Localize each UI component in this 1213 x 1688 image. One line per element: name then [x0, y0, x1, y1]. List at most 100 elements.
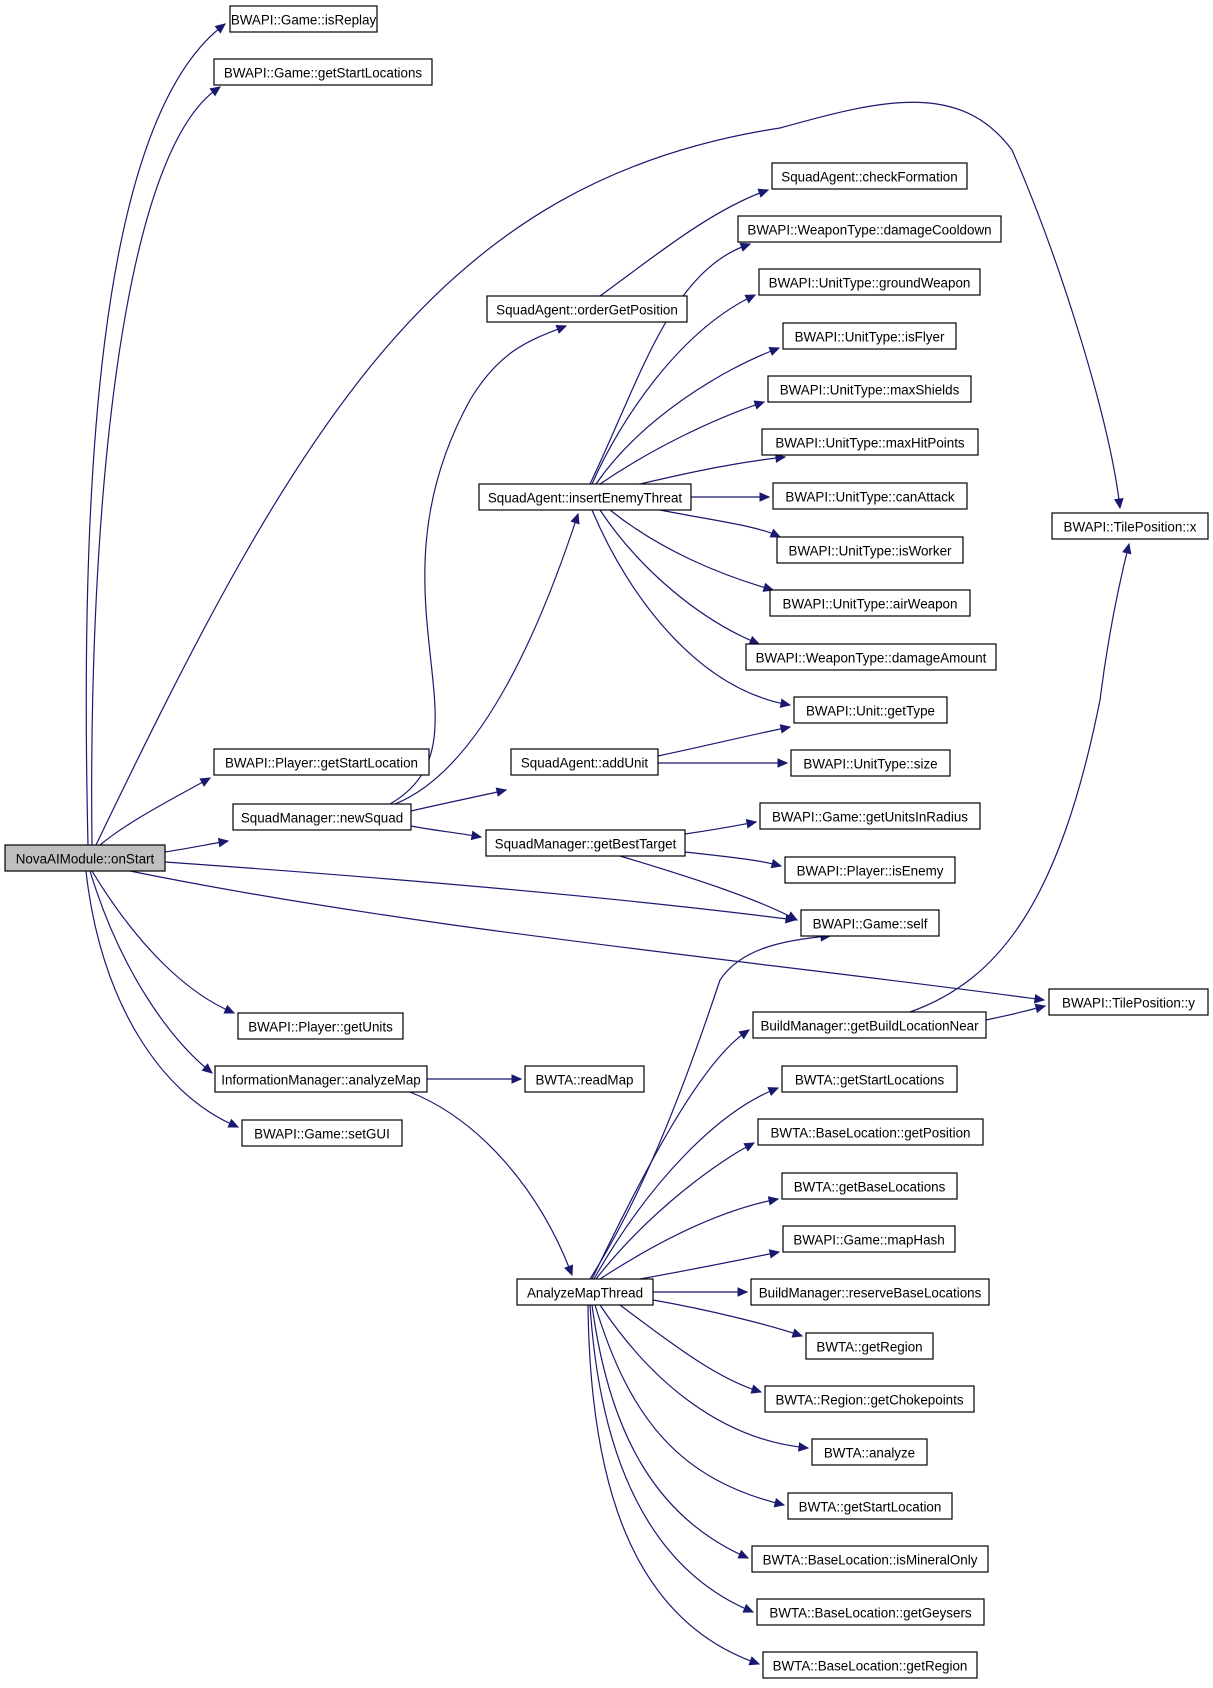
node-box[interactable]	[745, 643, 997, 671]
node-box[interactable]	[784, 856, 956, 884]
node-box[interactable]	[800, 909, 940, 937]
node-box[interactable]	[510, 748, 659, 776]
node-box[interactable]	[516, 1278, 654, 1306]
node-squadagent-ordergetposition[interactable]: SquadAgent::orderGetPosition	[486, 295, 688, 323]
node-box[interactable]	[752, 1011, 987, 1039]
node-box[interactable]	[524, 1065, 645, 1093]
node-analyzemapthread[interactable]: AnalyzeMapThread	[516, 1278, 654, 1306]
node-bwta-analyze[interactable]: BWTA::analyze	[811, 1438, 928, 1466]
node-box[interactable]	[781, 1065, 958, 1093]
node-squadmanager-newsquad[interactable]: SquadManager::newSquad	[232, 803, 412, 831]
node-bwapi-unit-gettype[interactable]: BWAPI::Unit::getType	[793, 696, 948, 724]
node-bwta-baselocation-ismineralonly[interactable]: BWTA::BaseLocation::isMineralOnly	[751, 1545, 989, 1573]
node-box[interactable]	[793, 696, 948, 724]
node-bwapi-unittype-groundweapon[interactable]: BWAPI::UnitType::groundWeapon	[758, 268, 981, 296]
node-box[interactable]	[769, 589, 971, 617]
node-box[interactable]	[232, 803, 412, 831]
node-box[interactable]	[485, 829, 686, 857]
node-box[interactable]	[762, 1651, 978, 1679]
node-bwapi-unittype-airweapon[interactable]: BWAPI::UnitType::airWeapon	[769, 589, 971, 617]
node-bwta-region-getchokepoints[interactable]: BWTA::Region::getChokepoints	[764, 1385, 975, 1413]
node-bwta-baselocation-getregion[interactable]: BWTA::BaseLocation::getRegion	[762, 1651, 978, 1679]
node-bwapi-weapontype-damageamount[interactable]: BWAPI::WeaponType::damageAmount	[745, 643, 997, 671]
node-bwapi-game-maphash[interactable]: BWAPI::Game::mapHash	[782, 1225, 956, 1253]
node-informationmanager-analyzemap[interactable]: InformationManager::analyzeMap	[214, 1065, 428, 1093]
node-box[interactable]	[737, 215, 1002, 243]
node-box[interactable]	[750, 1278, 990, 1306]
node-box[interactable]	[782, 1225, 956, 1253]
node-box[interactable]	[214, 1065, 428, 1093]
node-box[interactable]	[237, 1012, 404, 1040]
node-box[interactable]	[771, 162, 968, 190]
node-box[interactable]	[4, 844, 166, 872]
node-box[interactable]	[213, 748, 430, 776]
node-box[interactable]	[213, 58, 433, 86]
node-label: BWTA::getStartLocations	[795, 1073, 945, 1088]
node-squadmanager-getbesttarget[interactable]: SquadManager::getBestTarget	[485, 829, 686, 857]
edge-analyzemapthread-to-bwta-getregion	[652, 1299, 804, 1338]
node-box[interactable]	[229, 5, 378, 33]
node-bwta-getregion[interactable]: BWTA::getRegion	[805, 1332, 934, 1360]
node-bwapi-player-getstartlocation[interactable]: BWAPI::Player::getStartLocation	[213, 748, 430, 776]
arrowhead-icon	[777, 758, 789, 768]
node-bwapi-game-self[interactable]: BWAPI::Game::self	[800, 909, 940, 937]
node-box[interactable]	[759, 802, 981, 830]
node-bwta-baselocation-getgeysers[interactable]: BWTA::BaseLocation::getGeysers	[756, 1598, 985, 1626]
edge-squadmanager-getbesttarget-to-bwapi-game-self	[619, 855, 799, 921]
node-box[interactable]	[1048, 988, 1209, 1016]
node-box[interactable]	[782, 322, 957, 350]
node-box[interactable]	[1051, 512, 1209, 540]
node-box[interactable]	[781, 1172, 958, 1200]
node-bwapi-tileposition-y[interactable]: BWAPI::TilePosition::y	[1048, 988, 1209, 1016]
node-squadagent-insertenemythreat[interactable]: SquadAgent::insertEnemyThreat	[478, 483, 692, 511]
edge-line	[589, 243, 751, 485]
node-bwapi-unittype-isflyer[interactable]: BWAPI::UnitType::isFlyer	[782, 322, 957, 350]
node-buildmanager-getbuildlocationnear[interactable]: BuildManager::getBuildLocationNear	[752, 1011, 987, 1039]
edge-novaaimodule-onstart-to-bwapi-game-self	[164, 861, 797, 924]
node-box[interactable]	[776, 536, 964, 564]
edge-line	[85, 870, 239, 1128]
node-box[interactable]	[811, 1438, 928, 1466]
node-box[interactable]	[756, 1598, 985, 1626]
node-bwapi-game-getunitsinradius[interactable]: BWAPI::Game::getUnitsInRadius	[759, 802, 981, 830]
node-bwapi-game-getstartlocations[interactable]: BWAPI::Game::getStartLocations	[213, 58, 433, 86]
edge-novaaimodule-onstart-to-informationmanager-analyzemap	[89, 870, 213, 1074]
node-buildmanager-reservebaselocations[interactable]: BuildManager::reserveBaseLocations	[750, 1278, 990, 1306]
node-box[interactable]	[761, 428, 979, 456]
node-bwta-getstartlocations[interactable]: BWTA::getStartLocations	[781, 1065, 958, 1093]
node-bwta-baselocation-getposition[interactable]: BWTA::BaseLocation::getPosition	[757, 1118, 984, 1146]
node-bwta-getstartlocation[interactable]: BWTA::getStartLocation	[787, 1492, 953, 1520]
node-bwapi-game-setgui[interactable]: BWAPI::Game::setGUI	[241, 1119, 403, 1147]
node-box[interactable]	[767, 375, 972, 403]
node-bwapi-player-isenemy[interactable]: BWAPI::Player::isEnemy	[784, 856, 956, 884]
node-bwapi-unittype-maxshields[interactable]: BWAPI::UnitType::maxShields	[767, 375, 972, 403]
node-squadagent-addunit[interactable]: SquadAgent::addUnit	[510, 748, 659, 776]
node-bwapi-game-isreplay[interactable]: BWAPI::Game::isReplay	[229, 5, 378, 33]
node-box[interactable]	[478, 483, 692, 511]
node-bwapi-unittype-isworker[interactable]: BWAPI::UnitType::isWorker	[776, 536, 964, 564]
arrowhead-icon	[744, 294, 757, 304]
node-bwta-readmap[interactable]: BWTA::readMap	[524, 1065, 645, 1093]
node-bwapi-unittype-size[interactable]: BWAPI::UnitType::size	[790, 749, 951, 777]
node-squadagent-checkformation[interactable]: SquadAgent::checkFormation	[771, 162, 968, 190]
node-box[interactable]	[241, 1119, 403, 1147]
node-box[interactable]	[805, 1332, 934, 1360]
node-box[interactable]	[764, 1385, 975, 1413]
node-bwta-getbaselocations[interactable]: BWTA::getBaseLocations	[781, 1172, 958, 1200]
node-box[interactable]	[486, 295, 688, 323]
node-box[interactable]	[758, 268, 981, 296]
node-bwapi-player-getunits[interactable]: BWAPI::Player::getUnits	[237, 1012, 404, 1040]
node-novaaimodule-onstart[interactable]: NovaAIModule::onStart	[4, 844, 166, 872]
node-bwapi-tileposition-x[interactable]: BWAPI::TilePosition::x	[1051, 512, 1209, 540]
arrowhead-icon	[1114, 498, 1124, 510]
node-box[interactable]	[757, 1118, 984, 1146]
node-bwapi-unittype-canattack[interactable]: BWAPI::UnitType::canAttack	[772, 482, 968, 510]
node-box[interactable]	[772, 482, 968, 510]
edge-line	[394, 513, 579, 805]
node-box[interactable]	[751, 1545, 989, 1573]
node-box[interactable]	[787, 1492, 953, 1520]
node-box[interactable]	[790, 749, 951, 777]
node-bwapi-unittype-maxhitpoints[interactable]: BWAPI::UnitType::maxHitPoints	[761, 428, 979, 456]
node-bwapi-weapontype-damagecooldown[interactable]: BWAPI::WeaponType::damageCooldown	[737, 215, 1002, 243]
edge-novaaimodule-onstart-to-bwapi-game-getstartlocations	[91, 86, 221, 846]
